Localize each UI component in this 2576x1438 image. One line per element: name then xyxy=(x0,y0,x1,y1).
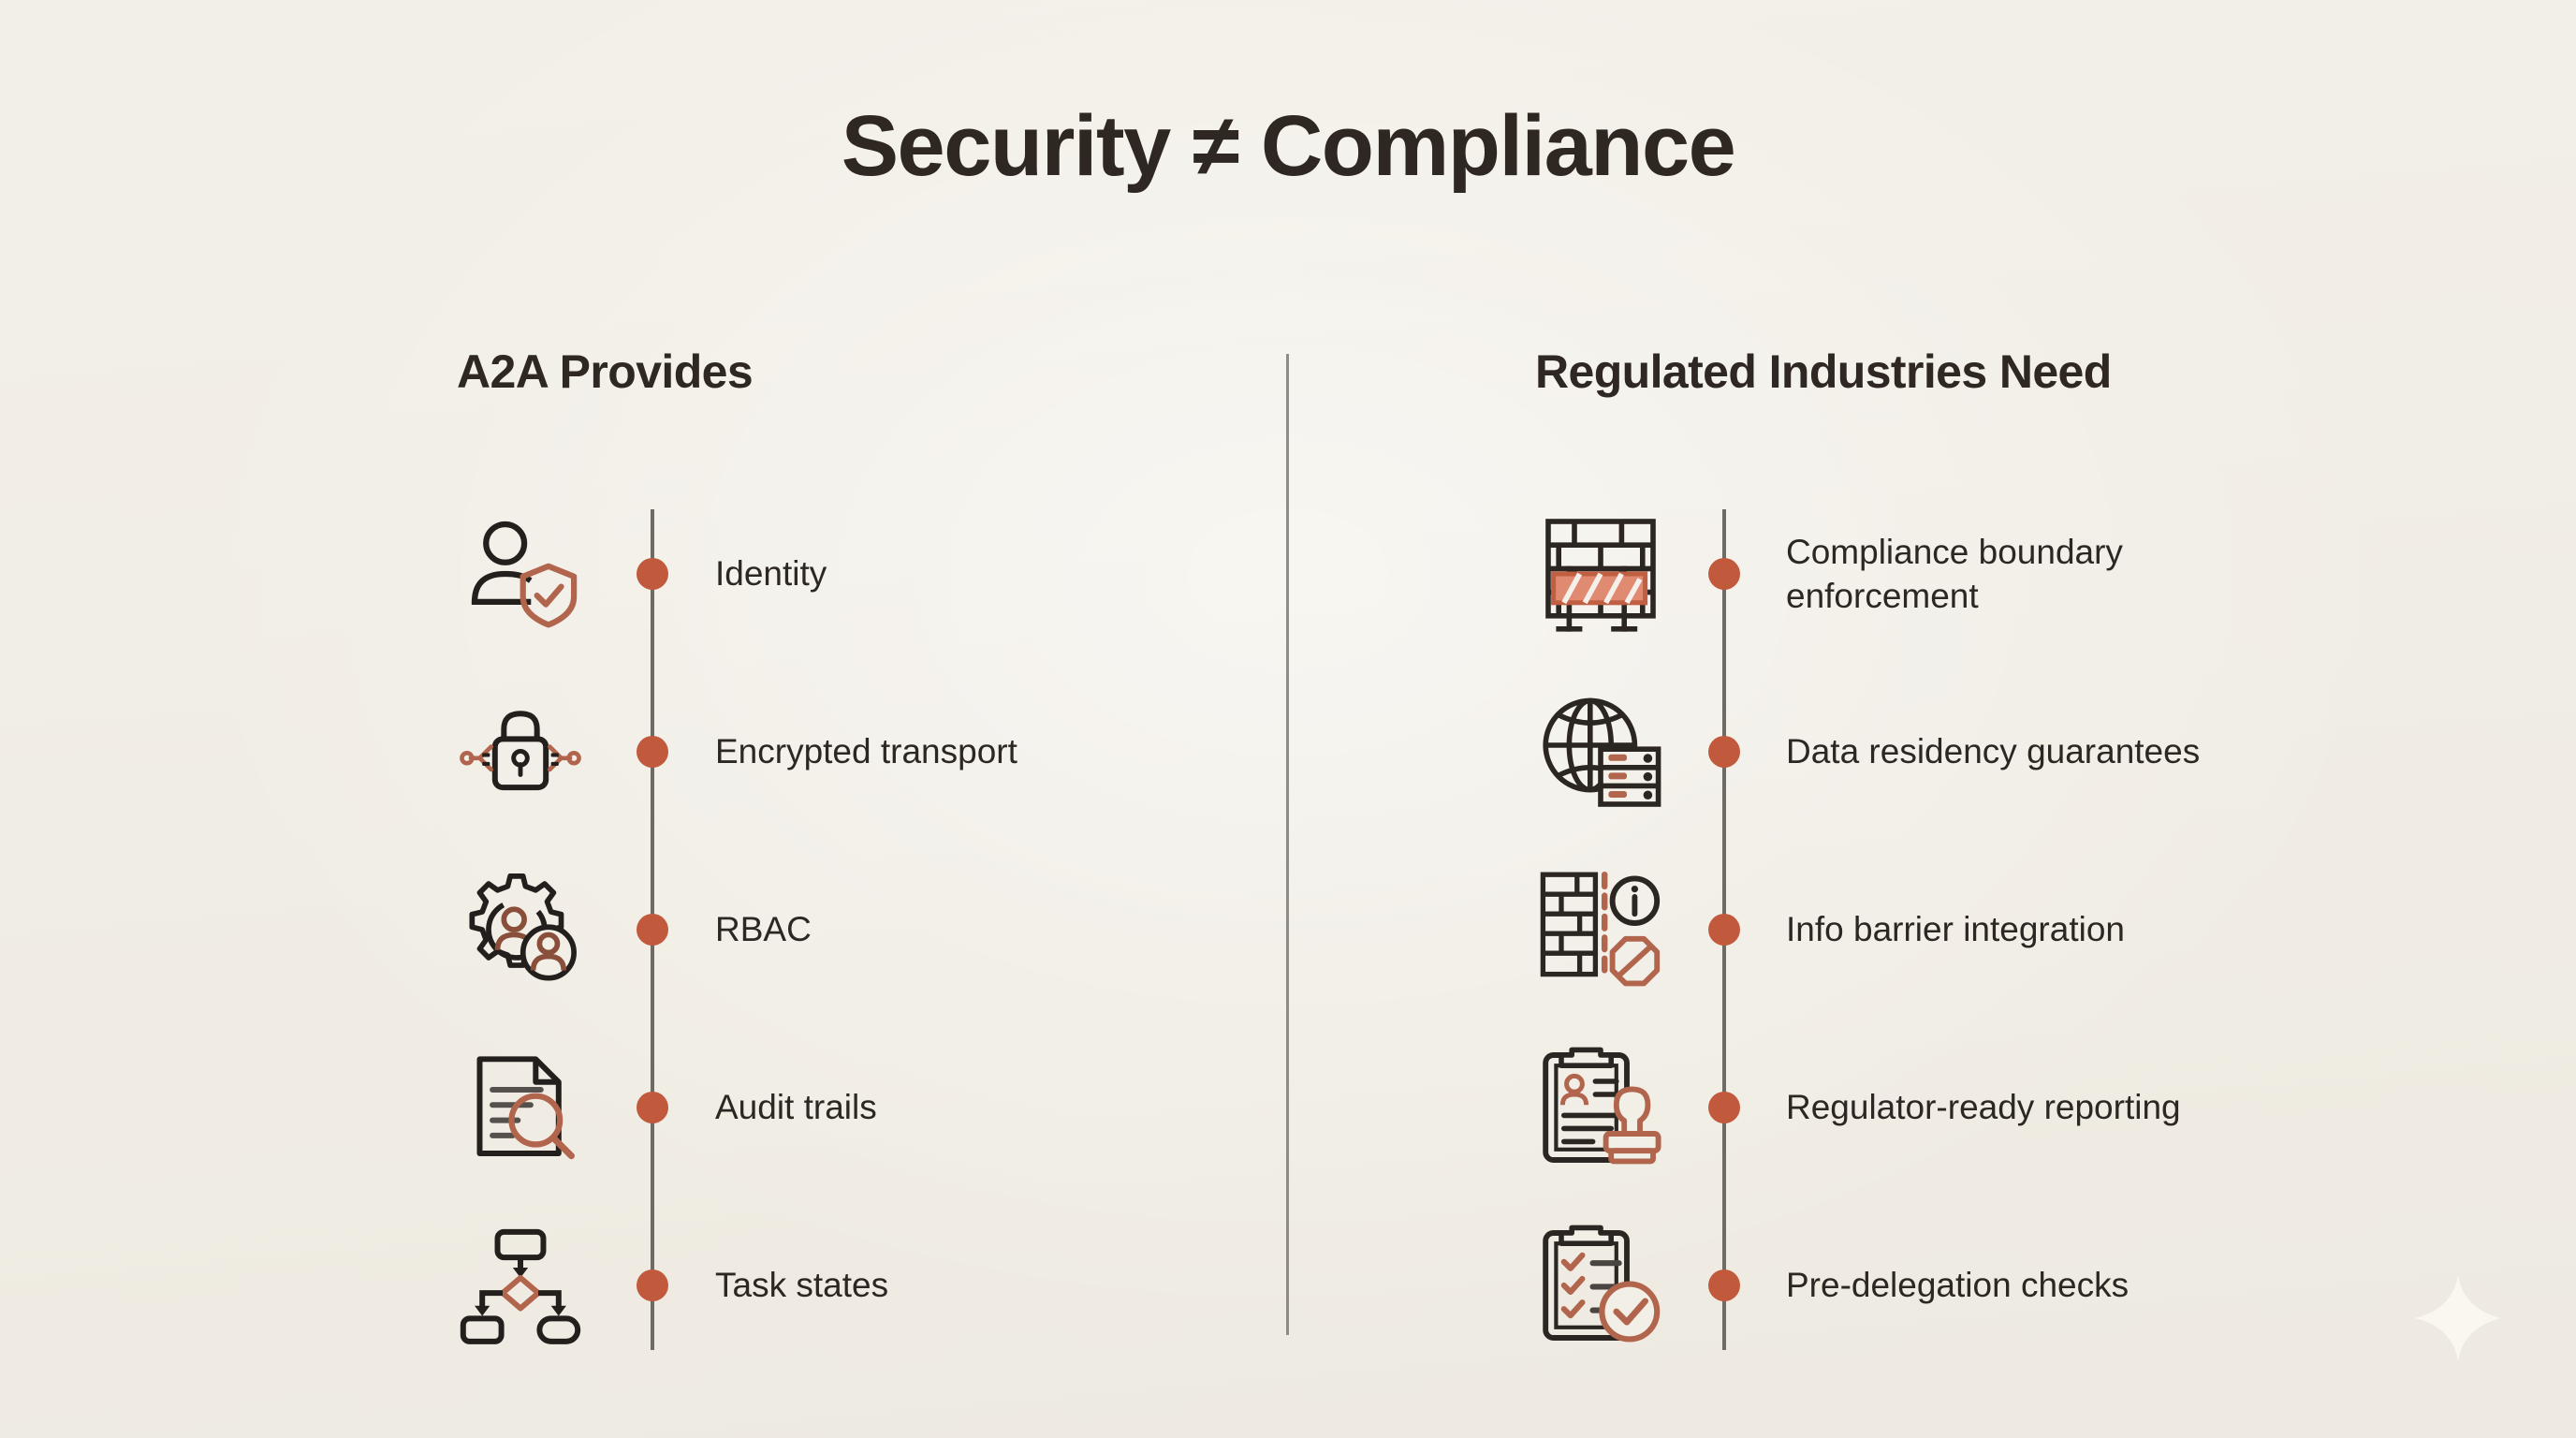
list-item[interactable]: Pre-delegation checks xyxy=(1535,1196,2378,1374)
list-item-label: Audit trails xyxy=(715,1088,877,1127)
list-item-label: Compliance boundary enforcement xyxy=(1786,532,2123,615)
list-item-label: RBAC xyxy=(715,910,812,949)
timeline-dot xyxy=(1708,736,1740,768)
left-column: A2A Provides Identity xyxy=(457,345,1224,1374)
list-item[interactable]: Encrypted transport xyxy=(457,663,1224,841)
globe-server-icon xyxy=(1535,686,1666,817)
page-title: Security ≠ Compliance xyxy=(841,98,1736,194)
list-item-label: Regulator-ready reporting xyxy=(1786,1088,2181,1127)
timeline-dot xyxy=(637,1269,668,1301)
padlock-circuit-icon xyxy=(457,688,584,815)
timeline-dot xyxy=(1708,914,1740,946)
timeline-dot xyxy=(1708,1269,1740,1301)
column-divider xyxy=(1286,354,1289,1335)
list-item-label: Identity xyxy=(715,554,827,594)
list-item[interactable]: Compliance boundary enforcement xyxy=(1535,485,2378,663)
wall-barricade-icon xyxy=(1535,508,1666,639)
user-shield-icon xyxy=(457,510,584,638)
list-item-label: Task states xyxy=(715,1266,889,1305)
timeline-dot xyxy=(637,914,668,946)
document-magnifier-icon xyxy=(457,1044,584,1171)
right-timeline: Compliance boundary enforcement xyxy=(1535,485,2378,1374)
list-item[interactable]: Identity xyxy=(457,485,1224,663)
wall-info-block-icon xyxy=(1535,864,1666,995)
left-column-heading: A2A Provides xyxy=(457,345,754,398)
four-point-sparkle-icon xyxy=(2413,1273,2503,1363)
list-item[interactable]: Info barrier integration xyxy=(1535,841,2378,1019)
list-item[interactable]: Regulator-ready reporting xyxy=(1535,1019,2378,1196)
list-item[interactable]: Task states xyxy=(457,1196,1224,1374)
left-timeline: Identity xyxy=(457,485,1224,1374)
timeline-dot xyxy=(637,736,668,768)
timeline-dot xyxy=(637,558,668,590)
gear-users-icon xyxy=(457,866,584,993)
right-column-heading: Regulated Industries Need xyxy=(1535,345,2112,398)
list-item-label: Data residency guarantees xyxy=(1786,732,2201,771)
list-item[interactable]: RBAC xyxy=(457,841,1224,1019)
list-item[interactable]: Data residency guarantees xyxy=(1535,663,2378,841)
clipboard-check-icon xyxy=(1535,1220,1666,1351)
list-item-label: Pre-delegation checks xyxy=(1786,1266,2130,1305)
timeline-dot xyxy=(1708,558,1740,590)
timeline-dot xyxy=(1708,1092,1740,1123)
right-column: Regulated Industries Need xyxy=(1535,345,2378,1374)
list-item-label: Encrypted transport xyxy=(715,732,1017,771)
flowchart-icon xyxy=(457,1222,584,1349)
timeline-dot xyxy=(637,1092,668,1123)
list-item[interactable]: Audit trails xyxy=(457,1019,1224,1196)
list-item-label: Info barrier integration xyxy=(1786,910,2125,949)
clipboard-stamp-icon xyxy=(1535,1042,1666,1173)
